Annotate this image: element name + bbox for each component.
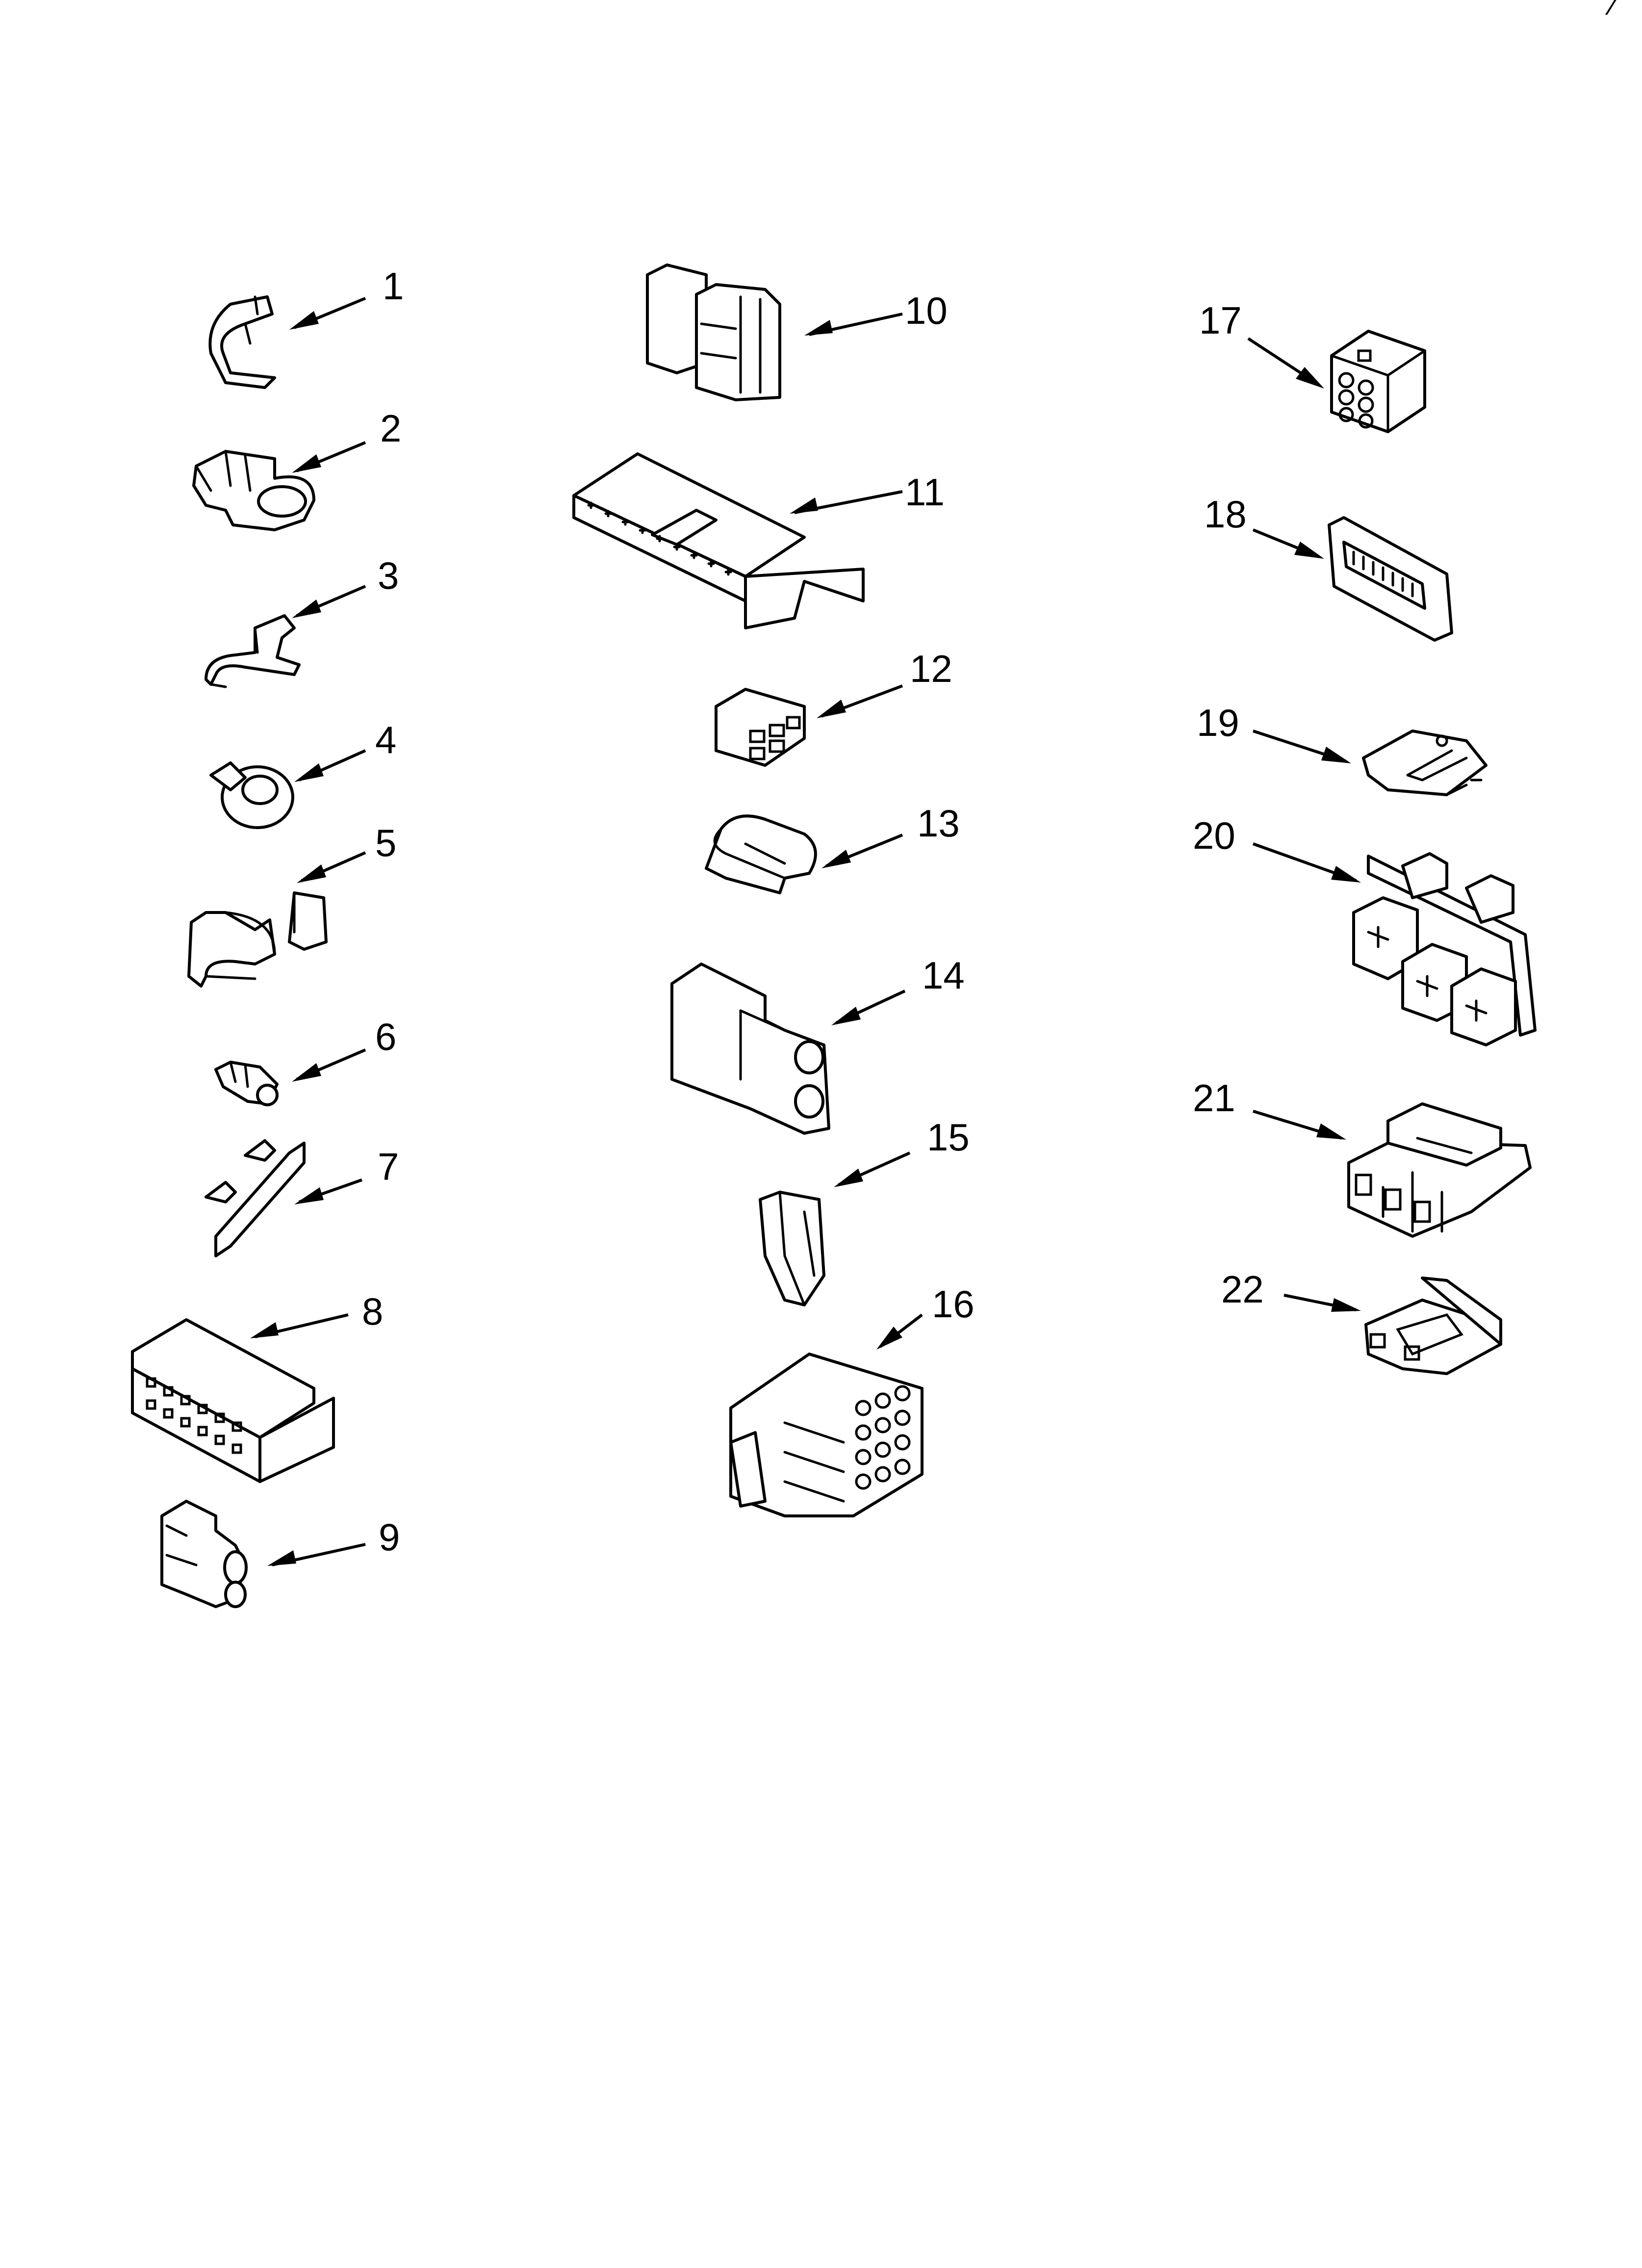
callout-6: 6: [375, 1015, 396, 1058]
six-pin-plug-icon: [1330, 330, 1426, 433]
push-rivet-icon: [214, 1061, 279, 1106]
latch-clip-icon: [759, 1191, 825, 1306]
part-15[interactable]: 15: [759, 1116, 970, 1306]
part-22[interactable]: 22: [1221, 1268, 1502, 1375]
part-16[interactable]: 16: [729, 1282, 975, 1517]
triple-connector-icon: [1347, 1102, 1532, 1238]
terminal-strip-icon: [572, 452, 865, 629]
relay-block-icon: [1352, 852, 1537, 1046]
part-10[interactable]: 10: [646, 263, 948, 401]
multi-pin-connector-icon: [131, 1318, 335, 1483]
part-9[interactable]: 9: [160, 1500, 400, 1608]
part-4[interactable]: 4: [209, 718, 396, 829]
callout-22: 22: [1221, 1268, 1264, 1311]
callout-19: 19: [1197, 701, 1239, 744]
callout-17: 17: [1199, 299, 1242, 342]
mounting-plate-icon: [1362, 730, 1488, 796]
two-way-connector-icon: [670, 963, 830, 1135]
small-connector-icon: [715, 688, 806, 767]
part-6[interactable]: 6: [214, 1015, 396, 1106]
callout-3: 3: [378, 554, 399, 597]
callout-14: 14: [922, 954, 965, 997]
callout-2: 2: [380, 407, 401, 450]
callout-16: 16: [932, 1282, 975, 1326]
part-13[interactable]: 13: [705, 802, 960, 894]
wire-clip-icon: [192, 450, 315, 531]
part-20[interactable]: 20: [1193, 814, 1537, 1046]
small-housing-icon: [1364, 1277, 1502, 1375]
twelve-pin-connector-icon: [729, 1353, 924, 1517]
part-8[interactable]: 8: [131, 1290, 383, 1483]
housing-connector-icon: [646, 263, 781, 401]
part-12[interactable]: 12: [715, 647, 952, 767]
part-14[interactable]: 14: [670, 954, 965, 1135]
callout-21: 21: [1193, 1076, 1235, 1120]
part-11[interactable]: 11: [572, 452, 945, 629]
callout-5: 5: [375, 821, 396, 864]
callout-10: 10: [905, 289, 948, 332]
wire-sleeve-icon: [705, 814, 817, 894]
part-17[interactable]: 17: [1199, 299, 1426, 433]
callout-1: 1: [383, 264, 404, 308]
callout-11: 11: [905, 470, 945, 514]
hose-clip-icon: [208, 295, 276, 389]
callout-8: 8: [362, 1290, 383, 1333]
callout-9: 9: [379, 1515, 400, 1559]
callout-7: 7: [378, 1145, 399, 1188]
retainer-strip-icon: [205, 1139, 306, 1257]
part-21[interactable]: 21: [1193, 1076, 1532, 1238]
callout-20: 20: [1193, 814, 1235, 857]
spring-clip-icon: [205, 614, 301, 688]
cable-clamp-icon: [187, 891, 328, 988]
part-1[interactable]: 1: [208, 264, 404, 389]
callout-13: 13: [917, 802, 960, 845]
dual-connector-icon: [160, 1500, 248, 1608]
corner-mark: ⁄: [1605, 0, 1620, 21]
part-2[interactable]: 2: [192, 407, 401, 531]
callout-15: 15: [927, 1116, 970, 1159]
callout-18: 18: [1204, 493, 1247, 536]
part-7[interactable]: 7: [205, 1139, 399, 1257]
callout-12: 12: [910, 647, 952, 690]
part-3[interactable]: 3: [205, 554, 399, 688]
part-18[interactable]: 18: [1204, 493, 1453, 642]
part-19[interactable]: 19: [1197, 701, 1488, 796]
callout-4: 4: [375, 718, 396, 761]
ring-clip-icon: [209, 761, 294, 829]
part-5[interactable]: 5: [187, 821, 396, 988]
edge-connector-icon: [1328, 516, 1453, 642]
